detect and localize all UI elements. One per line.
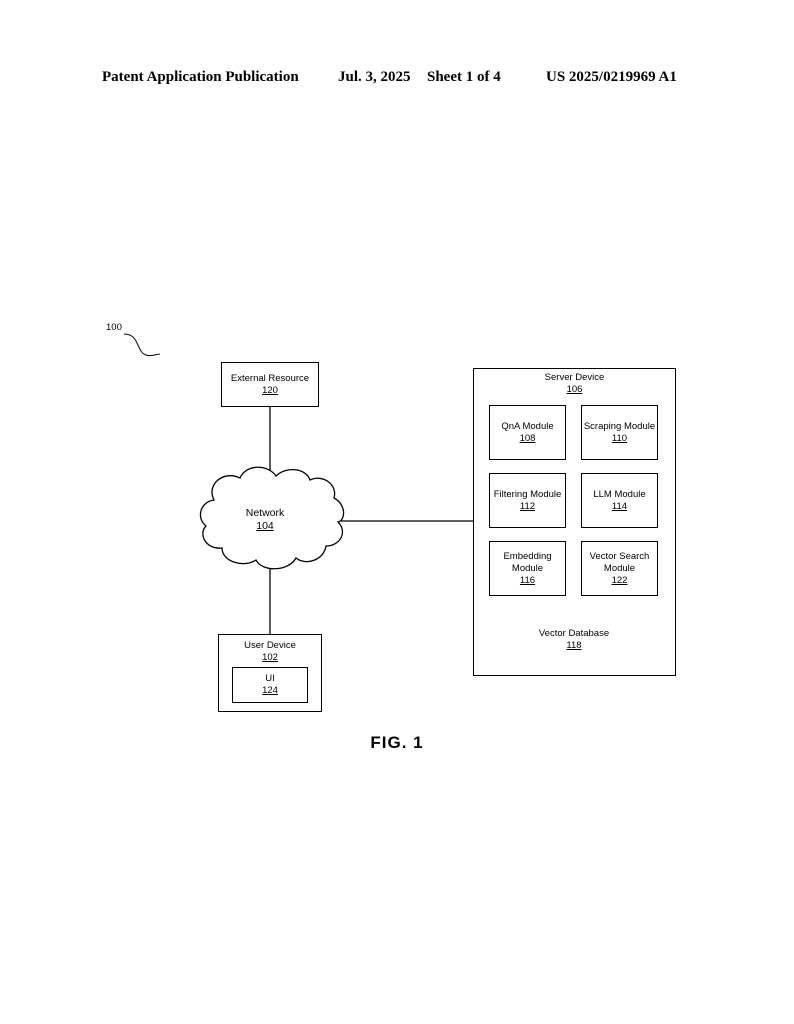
llm-module-box: LLM Module 114 <box>581 473 658 528</box>
ui-box: UI 124 <box>232 667 308 703</box>
vector-search-module-box: Vector Search Module 122 <box>581 541 658 596</box>
filtering-module-box: Filtering Module 112 <box>489 473 566 528</box>
ui-label: UI <box>265 673 275 684</box>
llm-module-ref: 114 <box>611 501 628 512</box>
network-text: Network 104 <box>230 507 300 533</box>
qna-module-label: QnA Module <box>501 421 554 432</box>
embedding-module-box: Embedding Module 116 <box>489 541 566 596</box>
filtering-module-label: Filtering Module <box>493 489 562 500</box>
embedding-module-label-2: Module <box>511 563 544 574</box>
scraping-module-label: Scraping Module <box>583 421 656 432</box>
scraping-module-ref: 110 <box>611 433 628 444</box>
user-device-label: User Device <box>244 640 296 651</box>
server-device-label: Server Device <box>544 372 605 383</box>
system-ref-label: 100 <box>106 322 122 333</box>
external-resource-label: External Resource <box>230 373 310 384</box>
ui-ref: 124 <box>262 685 278 696</box>
external-resource-box: External Resource 120 <box>221 362 319 407</box>
network-cloud <box>199 466 345 570</box>
llm-module-label: LLM Module <box>593 489 646 500</box>
vector-search-module-ref: 122 <box>611 575 628 586</box>
qna-module-ref: 108 <box>519 433 536 444</box>
user-device-ref: 102 <box>262 652 278 663</box>
server-device-ref: 106 <box>566 384 583 395</box>
filtering-module-ref: 112 <box>519 501 536 512</box>
publication-number: US 2025/0219969 A1 <box>546 69 677 85</box>
vector-database-label: Vector Database <box>538 628 610 639</box>
publication-date: Jul. 3, 2025 <box>338 69 411 85</box>
figure-label: FIG. 1 <box>370 733 424 752</box>
scraping-module-box: Scraping Module 110 <box>581 405 658 460</box>
vector-database-ref: 118 <box>566 640 582 651</box>
vector-search-module-label-2: Module <box>603 563 636 574</box>
system-ref-leader <box>123 333 161 357</box>
network-label: Network <box>245 507 285 519</box>
embedding-module-ref: 116 <box>519 575 536 586</box>
sheet-number: Sheet 1 of 4 <box>427 69 501 85</box>
publication-type: Patent Application Publication <box>102 69 299 85</box>
vector-search-module-label-1: Vector Search <box>589 551 650 562</box>
external-resource-ref: 120 <box>262 385 278 396</box>
embedding-module-label-1: Embedding <box>503 551 552 562</box>
qna-module-box: QnA Module 108 <box>489 405 566 460</box>
vector-database-text: Vector Database 118 <box>534 628 614 652</box>
network-ref: 104 <box>256 520 274 532</box>
